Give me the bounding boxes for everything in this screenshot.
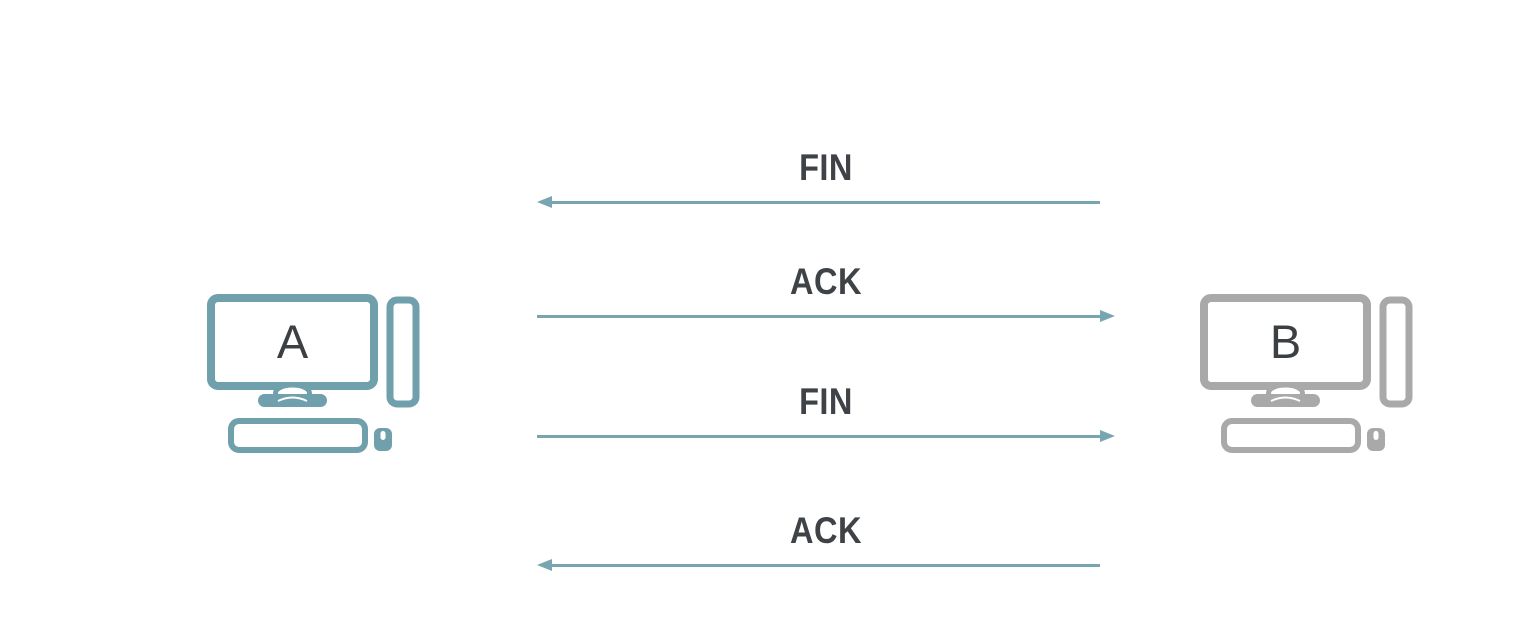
message-label: FIN	[799, 147, 853, 188]
arrow-right-icon	[537, 310, 1115, 322]
arrow-line	[537, 314, 1102, 318]
arrow-left-icon	[537, 196, 1115, 208]
monitor-stand-icon	[258, 382, 327, 407]
monitor-stand-icon	[1251, 382, 1320, 407]
message-label: ACK	[790, 510, 862, 551]
arrowhead-icon	[1100, 430, 1115, 442]
node-b-label: B	[1270, 315, 1301, 368]
mouse-icon	[374, 428, 392, 451]
keyboard-icon	[228, 418, 368, 453]
arrow-left-icon	[537, 559, 1115, 571]
message-3-fin: FIN	[537, 382, 1115, 442]
message-1-fin: FIN	[537, 148, 1115, 208]
arrow-right-icon	[537, 430, 1115, 442]
arrowhead-icon	[537, 196, 552, 208]
keyboard-icon	[1221, 418, 1361, 453]
arrowhead-icon	[537, 559, 552, 571]
monitor-icon: B	[1200, 294, 1371, 390]
computer-a-icon: A	[207, 294, 420, 453]
message-label: FIN	[799, 381, 853, 422]
arrow-line	[550, 563, 1100, 567]
tower-icon	[1379, 296, 1413, 408]
mouse-icon	[1367, 428, 1385, 451]
tower-icon	[386, 296, 420, 408]
node-a-label: A	[277, 315, 309, 368]
message-label: ACK	[790, 261, 862, 302]
arrowhead-icon	[1100, 310, 1115, 322]
computer-b-icon: B	[1200, 294, 1413, 453]
monitor-icon: A	[207, 294, 378, 390]
arrow-line	[537, 434, 1102, 438]
arrow-line	[550, 200, 1100, 204]
message-4-ack: ACK	[537, 511, 1115, 571]
message-2-ack: ACK	[537, 262, 1115, 322]
